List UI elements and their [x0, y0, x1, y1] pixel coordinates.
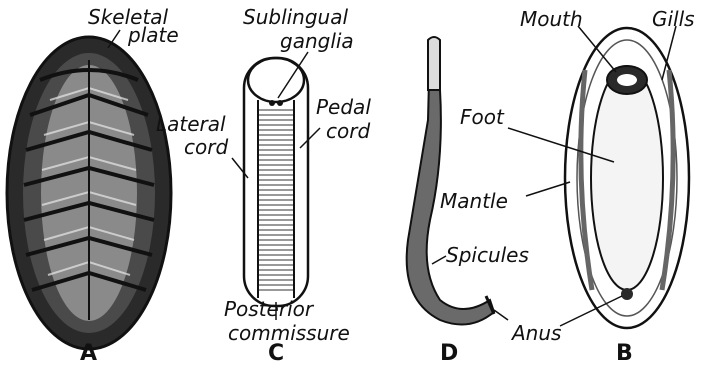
chiton-dorsal-illustration — [7, 37, 171, 349]
label-gills: Gills — [652, 7, 695, 31]
label-sublingual-line1: Sublingual — [243, 5, 348, 29]
panel-label-b: B — [616, 341, 633, 366]
label-foot: Foot — [460, 105, 505, 129]
label-posterior-line2: commissure — [228, 321, 350, 345]
panel-label-c: C — [268, 341, 284, 366]
panel-label-d: D — [440, 341, 458, 366]
label-skeletal-plate-line2: plate — [127, 23, 179, 47]
label-spicules: Spicules — [446, 243, 529, 267]
nervous-system-illustration — [244, 58, 308, 306]
chiton-ventral-illustration — [565, 28, 689, 328]
panel-label-a: A — [80, 341, 97, 366]
spicule-body-illustration — [407, 37, 494, 325]
label-mantle: Mantle — [440, 189, 508, 213]
label-pedal-line1: Pedal — [316, 95, 371, 119]
label-sublingual-line2: ganglia — [280, 29, 354, 53]
label-mouth: Mouth — [520, 7, 583, 31]
label-pedal-line2: cord — [326, 119, 370, 143]
label-lateral-line1: Lateral — [156, 112, 226, 136]
label-lateral-line2: cord — [184, 135, 228, 159]
label-posterior-line1: Posterior — [224, 297, 315, 321]
label-anus: Anus — [510, 321, 561, 345]
